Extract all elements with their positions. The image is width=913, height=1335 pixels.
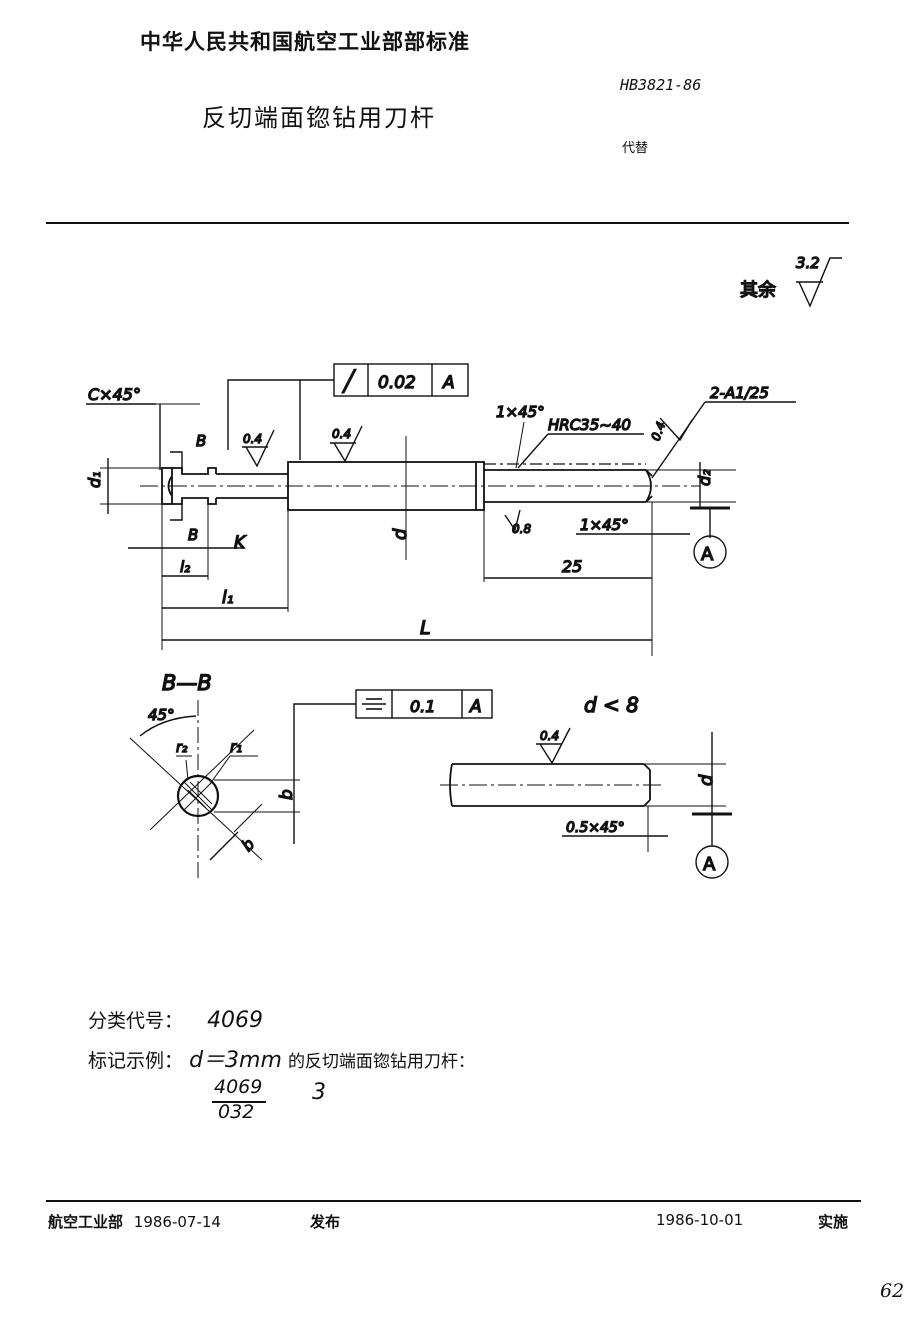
fraction-bottom: 032 xyxy=(218,1101,255,1123)
class-code-value: 4069 xyxy=(207,1008,264,1033)
symmetry-datum: A xyxy=(469,697,482,717)
technical-drawing: 其余 3.2 C×45° ╱ 0.02 A xyxy=(84,253,842,880)
roughness-04-a: 0.4 xyxy=(243,432,262,446)
fraction-bar xyxy=(212,1101,266,1103)
fraction-top: 4069 xyxy=(214,1076,263,1098)
radius-r1: r₁ xyxy=(230,738,242,756)
section-title: B—B xyxy=(162,671,212,695)
dim-b-diagonal: b xyxy=(238,834,259,855)
chamfer-c-label: C×45° xyxy=(88,385,141,404)
dim-d2: d₂ xyxy=(695,469,714,486)
marking-label: 标记示例： xyxy=(88,1050,184,1072)
footer-issuer-row: 航空工业部 1986-07-14 xyxy=(48,1211,221,1232)
roughness-rest-value: 3.2 xyxy=(796,254,820,272)
footer-effective-date: 1986-10-01 xyxy=(656,1211,744,1229)
document-title: 反切端面锪钻用刀杆 xyxy=(202,104,436,132)
small-pin-view xyxy=(449,763,651,807)
section-bb-view xyxy=(129,700,263,880)
footer-effective-label: 实施 xyxy=(818,1213,849,1231)
hardness-label: HRC35~40 xyxy=(548,416,631,434)
center-hole-label: 2-A1/25 xyxy=(710,384,769,402)
dim-k: K xyxy=(234,533,247,553)
d-less-8-label: d < 8 xyxy=(584,693,639,717)
marking-formula: d＝3mm xyxy=(189,1048,282,1073)
dim-d: d xyxy=(390,528,411,540)
datum-a-circle xyxy=(693,535,727,569)
runout-datum: A xyxy=(442,373,455,393)
roughness-rest-label: 其余 xyxy=(740,280,776,301)
radius-r2: r₂ xyxy=(176,740,188,756)
datum-a-main: A xyxy=(701,544,714,565)
marking-example-row: 标记示例： d＝3mm 的反切端面锪钻用刀杆： xyxy=(88,1042,475,1074)
dim-l2: l₂ xyxy=(180,558,190,576)
dim-d1: d₁ xyxy=(85,471,104,488)
chamfer-1x45-top: 1×45° xyxy=(496,403,545,421)
roughness-04-b: 0.4 xyxy=(332,427,351,441)
header-divider xyxy=(46,222,849,224)
datum-a-circle-small xyxy=(695,845,729,879)
datum-a-small: A xyxy=(703,854,716,875)
runout-symbol: ╱ xyxy=(342,369,356,393)
class-code-label: 分类代号： xyxy=(88,1010,184,1032)
dim-d-small: d xyxy=(696,774,717,786)
footer-issued-label: 发布 xyxy=(310,1213,341,1231)
dim-L: L xyxy=(420,617,431,639)
page-number: 62 xyxy=(880,1280,905,1302)
symmetry-tolerance-frame: 0.1 A xyxy=(355,689,493,719)
runout-tolerance-frame: ╱ 0.02 A xyxy=(333,363,469,397)
standard-organization: 中华人民共和国航空工业部部标准 xyxy=(140,30,470,54)
symmetry-value: 0.1 xyxy=(410,697,435,716)
chamfer-1x45-bottom: 1×45° xyxy=(580,516,629,534)
angle-45: 45° xyxy=(148,706,175,724)
footer-issuer: 航空工业部 xyxy=(48,1213,124,1231)
roughness-rest-symbol xyxy=(796,257,842,308)
standard-code: HB3821-86 xyxy=(620,76,702,94)
footer-issue-date: 1986-07-14 xyxy=(133,1213,221,1231)
roughness-04-d: 0.4 xyxy=(540,729,559,743)
class-code-row: 分类代号： 4069 xyxy=(88,1006,263,1033)
marking-suffix: 的反切端面锪钻用刀杆： xyxy=(287,1052,475,1072)
dim-25: 25 xyxy=(562,557,582,576)
replaces-label: 代替 xyxy=(622,141,649,156)
section-mark-bottom: B xyxy=(188,526,198,544)
chamfer-05x45: 0.5×45° xyxy=(566,820,625,836)
dim-l1: l₁ xyxy=(222,588,234,608)
section-mark-top: B xyxy=(196,432,206,450)
dim-b-vertical: b xyxy=(277,789,297,800)
footer-divider xyxy=(46,1200,861,1202)
runout-value: 0.02 xyxy=(378,373,416,393)
fraction-value: 3 xyxy=(312,1080,326,1105)
